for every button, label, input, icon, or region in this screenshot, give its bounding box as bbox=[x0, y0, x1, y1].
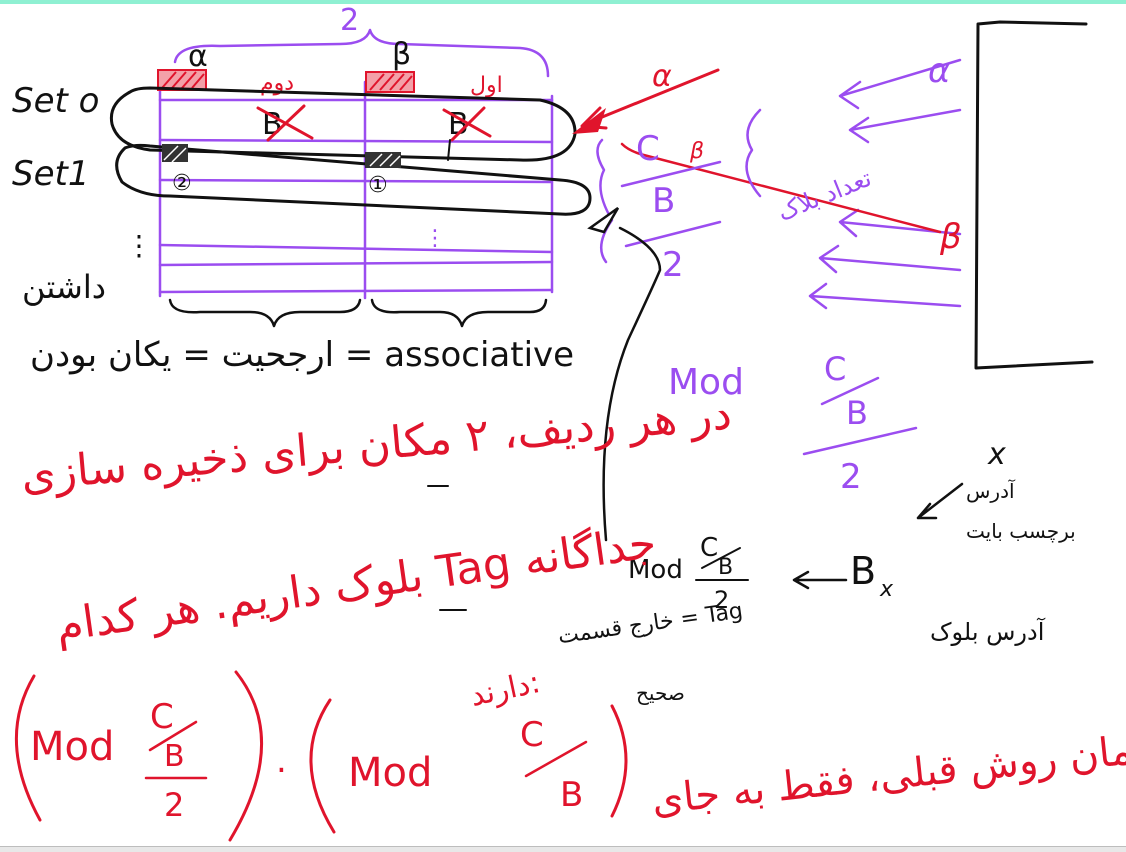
formula-left-2: 2 bbox=[164, 786, 184, 824]
set1-hatch-left bbox=[162, 144, 188, 163]
persian-first-label: اول bbox=[470, 73, 503, 98]
associative-line: ارجحیت = یکان بودن = associative bbox=[30, 335, 574, 375]
memory-beta: β bbox=[939, 217, 962, 257]
cb-line-2 bbox=[624, 220, 722, 248]
top-brace bbox=[173, 28, 550, 78]
cell-tick bbox=[447, 139, 451, 161]
mod-2: 2 bbox=[840, 457, 862, 497]
red-sentence-3: دارند: bbox=[467, 665, 543, 714]
mod-bottom-b: B bbox=[718, 555, 733, 580]
cache-grid bbox=[158, 80, 554, 300]
address-x: x bbox=[987, 437, 1006, 472]
mod-c: C bbox=[824, 350, 846, 388]
formula-right-slash bbox=[524, 740, 588, 778]
bottom-brace-left bbox=[168, 298, 362, 328]
bx-arrow bbox=[792, 570, 848, 590]
vertical-dots: ⋮ bbox=[125, 229, 153, 262]
red-alpha-label: α bbox=[652, 59, 672, 94]
formula-right-c: C bbox=[520, 715, 544, 755]
block-address-label: آدرس بلوک bbox=[930, 617, 1046, 646]
correct-label: صحیح bbox=[636, 681, 685, 705]
formula-left-paren-close bbox=[228, 670, 263, 842]
mod-bottom-c: C bbox=[700, 533, 718, 563]
set1-hatch-right bbox=[365, 152, 401, 168]
mod-label: Mod bbox=[668, 362, 744, 403]
bottom-toolbar-strip bbox=[0, 846, 1126, 852]
red-arrow-alpha bbox=[580, 68, 720, 130]
out-tag-label: خارج قسمت = Tag bbox=[556, 599, 744, 650]
bx-label: B bbox=[850, 549, 876, 593]
crossed-block-1: B bbox=[256, 104, 314, 142]
red-beta-small: β bbox=[689, 139, 704, 164]
mod-slash bbox=[820, 376, 880, 406]
red-arrow-beta bbox=[620, 142, 942, 234]
blocks-brace bbox=[745, 108, 762, 198]
bottom-brace-right bbox=[370, 298, 548, 328]
memory-box bbox=[974, 20, 1094, 370]
col-beta-label: β bbox=[392, 37, 411, 72]
red-arrowhead bbox=[572, 108, 606, 134]
tag-box-beta bbox=[365, 71, 415, 93]
top-accent-strip bbox=[0, 0, 1126, 4]
formula-left-paren-open bbox=[14, 674, 42, 822]
persian-have: داشتن bbox=[22, 268, 106, 306]
mod-bottom-slash bbox=[701, 547, 741, 569]
circle-2-label: ② bbox=[172, 171, 192, 196]
memory-arrows bbox=[808, 58, 962, 310]
formula-right-b: B bbox=[560, 775, 583, 815]
cb-2: 2 bbox=[662, 245, 684, 285]
mod-bottom-2: 2 bbox=[714, 586, 729, 614]
cb-line bbox=[620, 160, 722, 188]
formula-right-mod: Mod bbox=[348, 750, 432, 796]
formula-right-paren-close bbox=[610, 704, 628, 818]
mod-bottom: Mod bbox=[628, 555, 683, 585]
col-alpha-label: α bbox=[188, 39, 208, 74]
circle-1-label: ① bbox=[368, 173, 388, 198]
address-arrow bbox=[916, 482, 964, 520]
formula-dot: . bbox=[276, 741, 287, 781]
set1-label: Set1 bbox=[12, 154, 89, 194]
formula-left-mod: Mod bbox=[30, 724, 114, 770]
blocks-count-label: تعداد بلاک bbox=[774, 164, 876, 227]
byte-label: برچسب بایت bbox=[966, 519, 1076, 543]
set1-loop bbox=[115, 143, 592, 216]
red-sentence-1: در هر ردیف، ۲ مکان برای ذخیره سازی bbox=[19, 388, 734, 501]
address-label: آدرس bbox=[966, 478, 1016, 503]
formula-left-b: B bbox=[164, 739, 185, 774]
black-arrow-to-set1 bbox=[602, 226, 662, 542]
crossed-block-2: B bbox=[442, 106, 492, 142]
set0-loop bbox=[109, 86, 577, 162]
mod-b: B bbox=[846, 394, 868, 432]
purple-brace-right bbox=[596, 138, 614, 264]
svg-text:B: B bbox=[262, 107, 283, 142]
memory-alpha: α bbox=[928, 51, 950, 91]
width-label: 2 bbox=[340, 3, 359, 38]
formula-persian: همان روش قبلی، فقط به جای bbox=[650, 725, 1126, 824]
formula-left-slash bbox=[148, 720, 198, 752]
mod-fraction-line bbox=[802, 426, 918, 456]
cb-b: B bbox=[652, 181, 675, 221]
formula-left-c: C bbox=[150, 697, 174, 737]
black-arrowhead bbox=[587, 206, 620, 234]
set0-label: Set o bbox=[12, 81, 99, 121]
formula-right-paren-open bbox=[309, 698, 336, 834]
bx-sub: x bbox=[879, 577, 894, 602]
purple-dots: ⋮ bbox=[424, 226, 446, 251]
cb-c: C bbox=[636, 129, 660, 169]
